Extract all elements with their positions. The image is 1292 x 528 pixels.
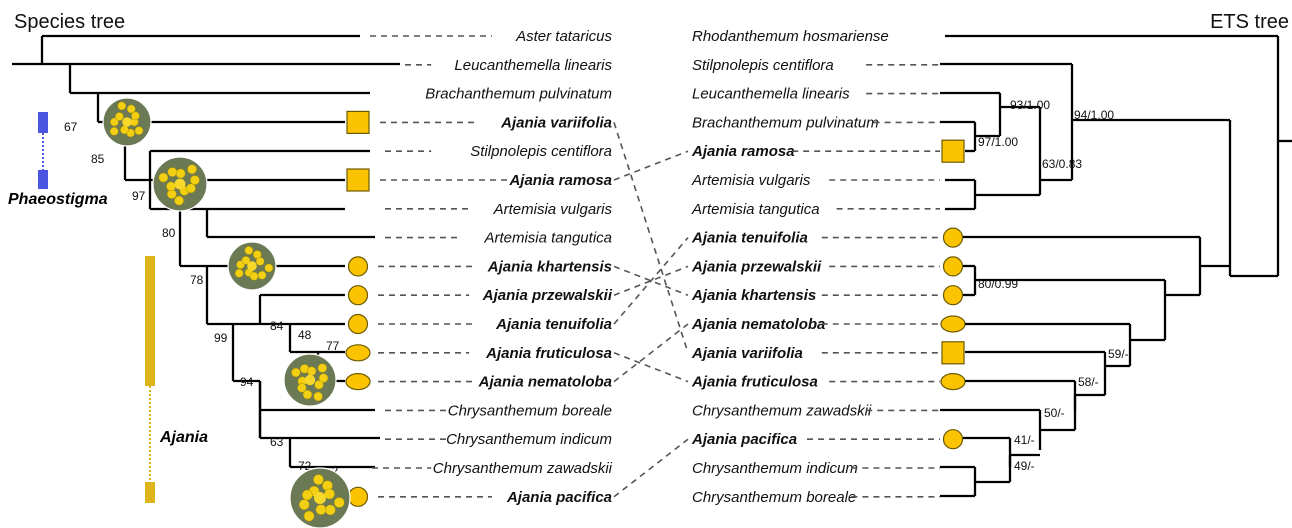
species-tip-label: Ajania nematoloba	[478, 374, 612, 391]
species-support-value: 97	[132, 189, 146, 203]
ets-tip-label: Ajania fruticulosa	[691, 374, 818, 391]
ets-tip-label: Artemisia vulgaris	[691, 172, 811, 189]
ets-tip-label: Chrysanthemum zawadskii	[692, 402, 872, 419]
flower-photo-icon	[228, 242, 276, 290]
species-tip-label: Ajania ramosa	[508, 172, 612, 189]
ets-support-value: 50/-	[1044, 406, 1065, 420]
species-support-value: 48	[298, 328, 312, 342]
ets-ellipse-marker	[941, 374, 965, 390]
ets-tip-label: Stilpnolepis centiflora	[692, 57, 834, 74]
species-tip-label: Stilpnolepis centiflora	[470, 143, 612, 160]
species-support-value: 85	[91, 152, 105, 166]
species-square-marker	[347, 169, 369, 191]
species-tip-label: Ajania variifolia	[500, 114, 612, 131]
ets-tip-label: Chrysanthemum boreale	[692, 489, 856, 506]
species-tip-label: Chrysanthemum zawadskii	[433, 460, 613, 477]
species-ellipse-marker	[346, 374, 370, 390]
species-circle-marker	[349, 487, 368, 506]
crossing-line	[614, 122, 688, 352]
species-tree: Aster tataricusLeucanthemella linearisBr…	[12, 28, 613, 506]
ajania-group-bar	[145, 256, 155, 503]
species-tip-label: Ajania khartensis	[487, 258, 612, 275]
ets-circle-marker	[944, 286, 963, 305]
ets-support-value: 93/1.00	[1010, 98, 1050, 112]
species-tip-label: Artemisia vulgaris	[493, 201, 613, 218]
crossing-line	[614, 353, 688, 382]
flower-photo-icon	[153, 157, 207, 211]
ets-circle-marker	[944, 257, 963, 276]
flower-photo-icon	[284, 354, 336, 406]
ets-tip-label: Ajania khartensis	[691, 287, 816, 304]
species-square-marker	[347, 111, 369, 133]
species-circle-marker	[349, 315, 368, 334]
ets-tree-title: ETS tree	[1210, 11, 1289, 33]
ets-circle-marker	[944, 228, 963, 247]
species-tip-label: Leucanthemella linearis	[454, 57, 612, 74]
species-tip-label: Chrysanthemum boreale	[448, 402, 612, 419]
ets-tip-label: Brachanthemum pulvinatum	[692, 114, 879, 131]
ets-square-marker	[942, 342, 964, 364]
species-support-value: 84	[270, 319, 284, 333]
species-support-value: 67	[64, 120, 78, 134]
species-tip-label: Brachanthemum pulvinatum	[425, 86, 612, 103]
species-tip-label: Chrysanthemum indicum	[446, 431, 612, 448]
species-support-value: 80	[162, 226, 176, 240]
flower-photos	[103, 98, 350, 528]
ets-tip-label: Artemisia tangutica	[691, 201, 820, 218]
species-tip-label: Ajania tenuifolia	[495, 316, 612, 333]
species-tree-title: Species tree	[14, 11, 125, 33]
crossing-lines	[614, 122, 688, 496]
ajania-group-label: Ajania	[159, 429, 208, 446]
species-support-value: 78	[190, 273, 204, 287]
ets-tip-label: Leucanthemella linearis	[692, 86, 850, 103]
species-support-value: 94	[240, 375, 254, 389]
species-support-value: 63	[270, 435, 284, 449]
ets-tip-label: Ajania variifolia	[691, 345, 803, 362]
flower-photo-icon	[103, 98, 151, 146]
ets-support-value: 41/-	[1014, 433, 1035, 447]
crossing-line	[614, 238, 688, 324]
crossing-line	[614, 439, 688, 497]
ets-tree: Rhodanthemum hosmarienseStilpnolepis cen…	[691, 28, 1292, 506]
ets-support-value: 80/0.99	[978, 277, 1018, 291]
crossing-line	[614, 324, 688, 382]
ets-support-value: 94/1.00	[1074, 108, 1114, 122]
phaeostigma-group-bar	[38, 112, 48, 189]
species-tip-label: Ajania przewalskii	[482, 287, 613, 304]
ets-support-value: 97/1.00	[978, 135, 1018, 149]
ets-square-marker	[942, 140, 964, 162]
ets-tip-label: Rhodanthemum hosmariense	[692, 28, 889, 45]
species-tip-label: Ajania pacifica	[506, 489, 612, 506]
ets-tip-label: Ajania ramosa	[691, 143, 795, 160]
phaeostigma-group-label: Phaeostigma	[8, 191, 108, 208]
ets-support-value: 59/-	[1108, 347, 1129, 361]
species-circle-marker	[349, 257, 368, 276]
species-tip-label: Ajania fruticulosa	[485, 345, 612, 362]
species-circle-marker	[349, 286, 368, 305]
flower-photo-icon	[290, 468, 350, 528]
species-tip-label: Artemisia tangutica	[483, 230, 612, 247]
ets-tip-label: Ajania przewalskii	[691, 258, 822, 275]
species-tip-label: Aster tataricus	[515, 28, 612, 45]
species-support-value: 99	[214, 331, 228, 345]
ets-tip-label: Ajania tenuifolia	[691, 230, 808, 247]
ets-tip-label: Ajania nematoloba	[691, 316, 825, 333]
ets-circle-marker	[944, 430, 963, 449]
ets-tip-label: Chrysanthemum indicum	[692, 460, 858, 477]
ets-support-value: 63/0.83	[1042, 157, 1082, 171]
ets-support-value: 49/-	[1014, 459, 1035, 473]
ets-ellipse-marker	[941, 316, 965, 332]
species-support-value: 77	[326, 339, 340, 353]
ets-tip-label: Ajania pacifica	[691, 431, 797, 448]
species-ellipse-marker	[346, 345, 370, 361]
ets-support-value: 58/-	[1078, 375, 1099, 389]
